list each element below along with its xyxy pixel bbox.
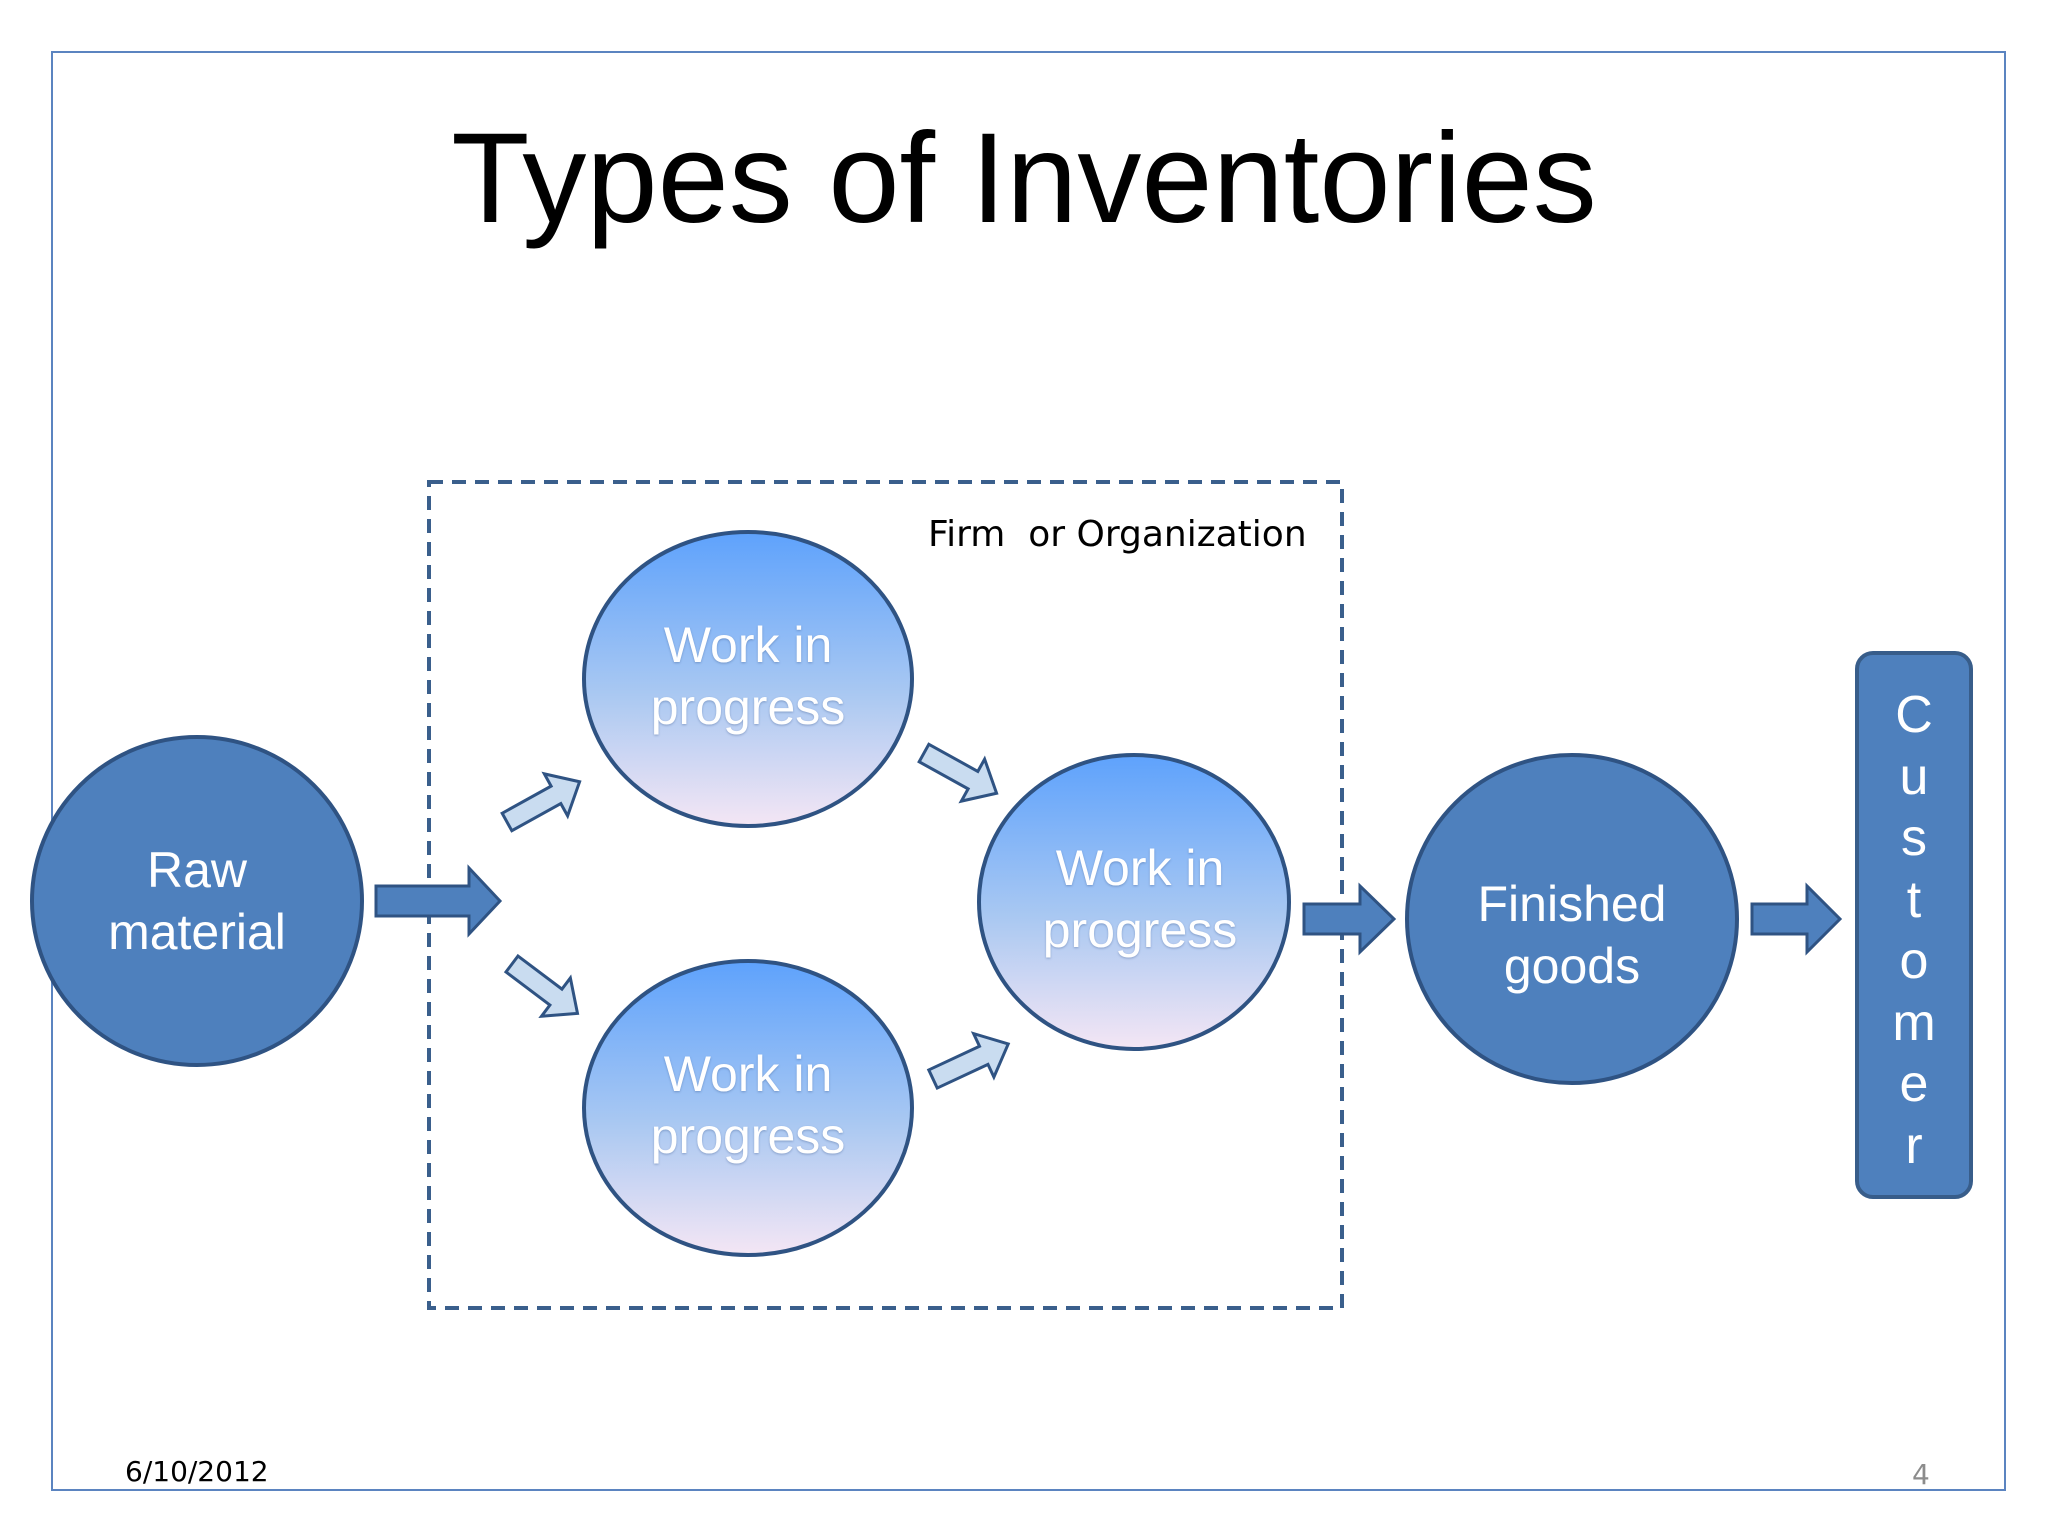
customer-letter: t — [1906, 870, 1922, 929]
slide-frame — [51, 51, 2006, 1491]
arrow-wip-bottom-to-merge — [926, 1031, 1011, 1091]
finished-goods-label: Finished goods — [1477, 876, 1667, 994]
firm-boundary-label: Firm or Organization — [928, 514, 1307, 555]
arrow-merge-to-finished — [1302, 882, 1397, 956]
customer-letter: o — [1899, 932, 1929, 990]
arrow-to-wip-bottom — [503, 953, 580, 1019]
wip-merge-node — [977, 753, 1291, 1051]
raw-material-node — [30, 735, 364, 1067]
arrow-to-wip-top — [500, 771, 582, 833]
customer-letter: u — [1899, 747, 1929, 806]
customer-letter: e — [1899, 1055, 1929, 1113]
raw-material-label: Raw material — [108, 842, 286, 960]
customer-box: C u s t o m e r — [1855, 651, 1973, 1199]
page-number: 4 — [1912, 1458, 1930, 1491]
customer-letter: m — [1892, 993, 1936, 1052]
footer-date: 6/10/2012 — [125, 1455, 269, 1488]
wip-bottom-node — [582, 959, 914, 1257]
wip-top-node — [582, 530, 914, 828]
wip-merge-label: Work in progress — [1042, 840, 1238, 958]
arrow-wip-top-to-merge — [917, 742, 999, 804]
customer-letter: C — [1895, 686, 1933, 744]
wip-bottom-label: Work in progress — [650, 1046, 846, 1164]
finished-goods-node — [1405, 753, 1739, 1085]
arrow-finished-to-customer — [1750, 882, 1843, 956]
customer-label: C u s t o m e r — [1859, 685, 1969, 1177]
customer-letter: r — [1905, 1116, 1923, 1175]
wip-top-label: Work in progress — [650, 617, 846, 735]
customer-letter: s — [1901, 809, 1927, 867]
arrow-raw-to-firm — [374, 864, 503, 938]
slide-title: Types of Inventories — [451, 107, 1597, 250]
